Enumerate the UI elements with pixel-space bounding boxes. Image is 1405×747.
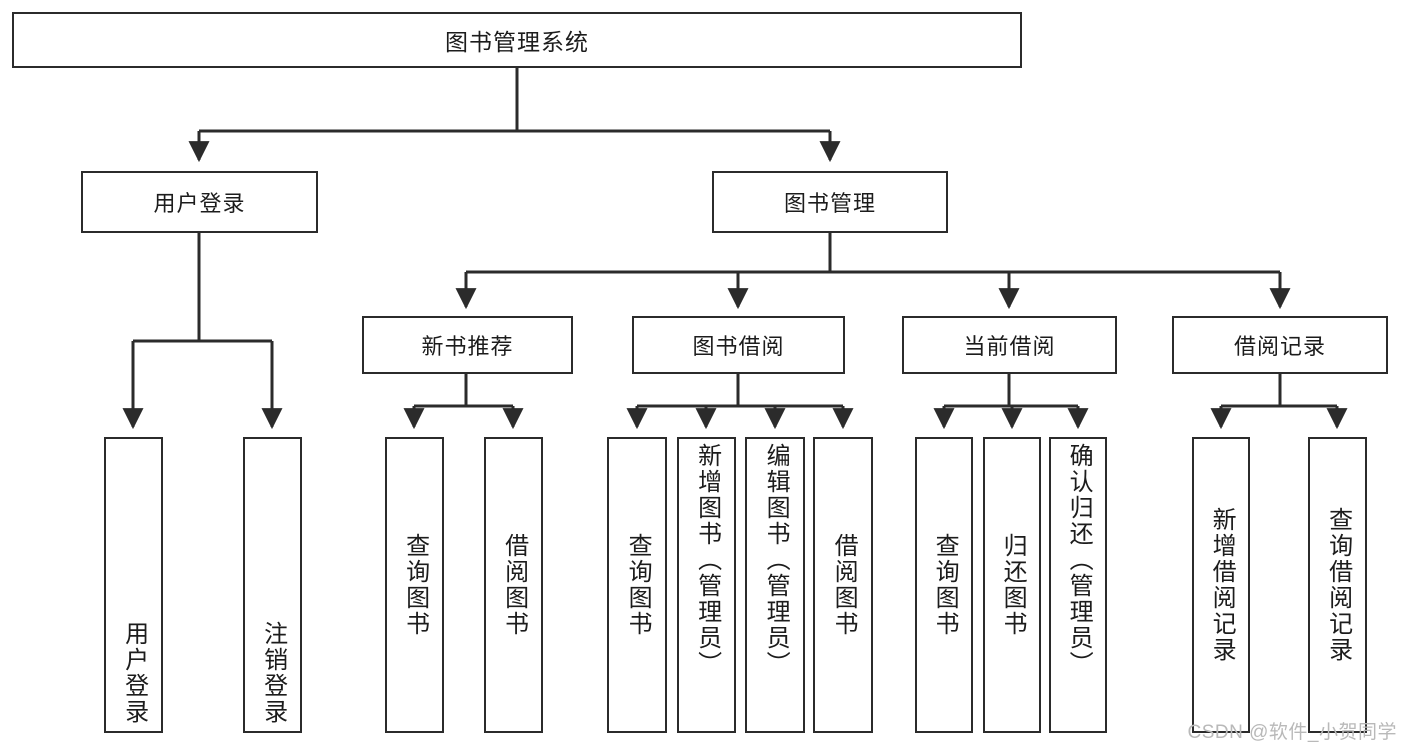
- leaf-label: 查询图书: [931, 533, 959, 637]
- leaf-label: 归还图书: [999, 533, 1027, 637]
- node-new-book-recommend-label: 新书推荐: [421, 334, 514, 359]
- leaf-book-borrow-borrow[interactable]: 借阅图书: [813, 437, 873, 733]
- leaf-current-borrow-return[interactable]: 归还图书: [983, 437, 1041, 733]
- node-borrow-record[interactable]: 借阅记录: [1172, 316, 1388, 374]
- node-root-system[interactable]: 图书管理系统: [12, 12, 1022, 68]
- leaf-label: 借阅图书: [500, 533, 528, 637]
- leaf-current-borrow-query[interactable]: 查询图书: [915, 437, 973, 733]
- node-user-login-label: 用户登录: [153, 191, 246, 216]
- node-book-borrow-label: 图书借阅: [692, 334, 785, 359]
- leaf-borrow-record-add[interactable]: 新增借阅记录: [1192, 437, 1250, 733]
- leaf-label: 新增图书（管理员）: [693, 443, 721, 677]
- leaf-label: 新增借阅记录: [1208, 507, 1236, 663]
- leaf-label: 查询借阅记录: [1324, 507, 1352, 663]
- node-current-borrow-label: 当前借阅: [963, 334, 1056, 359]
- leaf-current-borrow-confirm-return[interactable]: 确认归还（管理员）: [1049, 437, 1107, 733]
- node-current-borrow[interactable]: 当前借阅: [902, 316, 1117, 374]
- leaf-borrow-record-query[interactable]: 查询借阅记录: [1308, 437, 1367, 733]
- leaf-new-book-query[interactable]: 查询图书: [385, 437, 444, 733]
- leaf-new-book-borrow[interactable]: 借阅图书: [484, 437, 543, 733]
- leaf-label: 编辑图书（管理员）: [762, 443, 790, 677]
- node-book-management[interactable]: 图书管理: [712, 171, 948, 233]
- leaf-label: 确认归还（管理员）: [1065, 443, 1093, 677]
- node-new-book-recommend[interactable]: 新书推荐: [362, 316, 573, 374]
- watermark: CSDN @软件_小贺同学: [1187, 722, 1397, 743]
- leaf-label: 注销登录: [259, 621, 287, 725]
- leaf-user-login-logout[interactable]: 注销登录: [243, 437, 302, 733]
- leaf-label: 查询图书: [401, 533, 429, 637]
- node-root-label: 图书管理系统: [445, 29, 589, 55]
- leaf-user-login-login[interactable]: 用户登录: [104, 437, 163, 733]
- leaf-label: 用户登录: [120, 621, 148, 725]
- node-user-login[interactable]: 用户登录: [81, 171, 318, 233]
- node-borrow-record-label: 借阅记录: [1233, 334, 1326, 359]
- leaf-book-borrow-edit[interactable]: 编辑图书（管理员）: [745, 437, 805, 733]
- node-book-management-label: 图书管理: [783, 191, 876, 216]
- leaf-book-borrow-query[interactable]: 查询图书: [607, 437, 667, 733]
- leaf-label: 查询图书: [624, 533, 652, 637]
- leaf-book-borrow-add[interactable]: 新增图书（管理员）: [677, 437, 736, 733]
- leaf-label: 借阅图书: [830, 533, 858, 637]
- node-book-borrow[interactable]: 图书借阅: [632, 316, 845, 374]
